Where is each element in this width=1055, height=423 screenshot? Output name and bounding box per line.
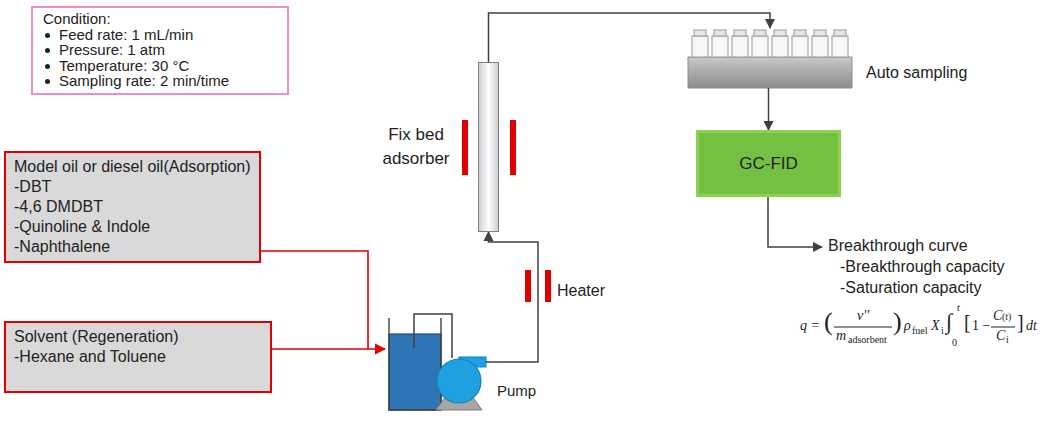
condition-box: Condition:Feed rate: 1 mL/minPressure: 1… <box>31 6 289 95</box>
detector-box: GC-FID <box>696 130 841 197</box>
formula-part: q = <box>800 319 820 333</box>
adsorber-column: Fix bed adsorber <box>478 62 499 232</box>
node-item: Feed rate: 1 mL/min <box>59 27 277 43</box>
node-item: -DBT <box>14 177 251 197</box>
flow-connector <box>768 88 770 130</box>
flow-connector <box>489 13 771 62</box>
feed-box: Model oil or diesel oil(Adsorption)-DBT-… <box>4 151 261 263</box>
annotation-label: -Breakthrough capacity <box>840 259 1005 275</box>
annotation-label: Heater <box>557 283 605 299</box>
autosampler-symbol <box>688 30 852 88</box>
formula-part: C <box>993 309 1002 323</box>
node-item: Pressure: 1 atm <box>59 42 277 58</box>
fraction-bar <box>834 327 892 328</box>
pump-symbol <box>436 357 486 410</box>
formula-part: C <box>996 329 1005 343</box>
node-item: -Hexane and Toluene <box>14 347 262 367</box>
annotation-label: Breakthrough curve <box>828 238 968 254</box>
formula-part: X <box>931 319 940 333</box>
formula-part: (t) <box>1002 312 1011 322</box>
formula-part: dt <box>1026 319 1037 333</box>
formula-part: ∫ <box>946 311 952 333</box>
fraction-bar <box>991 327 1015 328</box>
formula-part: v'' <box>857 309 869 323</box>
formula-part: t <box>957 303 960 313</box>
autosampler-node: Auto sampling <box>688 28 852 88</box>
solvent-box: Solvent (Regeneration)-Hexane and Toluen… <box>4 321 272 393</box>
node-title: Pump <box>497 382 536 399</box>
node-item: -Naphthalene <box>14 237 251 257</box>
suction-line <box>414 314 452 358</box>
node-title: Fix bed adsorber <box>375 123 457 171</box>
formula-part: ( <box>824 309 833 335</box>
formula-part: ) <box>893 309 902 335</box>
formula-part: [ <box>964 312 971 332</box>
formula-part: i <box>941 326 944 336</box>
result-line <box>768 197 822 247</box>
formula-part: fuel <box>912 326 928 336</box>
pump-node: Pump <box>432 354 486 410</box>
formula-part: 0 <box>952 338 957 348</box>
node-item: Temperature: 30 °C <box>59 58 277 74</box>
annotation-label: -Saturation capacity <box>840 280 981 296</box>
feed-tank <box>389 318 441 410</box>
node-item: Sampling rate: 2 min/time <box>59 73 277 89</box>
formula-part: m <box>836 329 846 343</box>
node-item: -4,6 DMDBT <box>14 197 251 217</box>
node-title: Solvent (Regeneration) <box>14 327 262 347</box>
formula-part: adsorbent <box>848 335 887 345</box>
formula-part: ] <box>1017 312 1024 332</box>
feed-line <box>262 348 385 350</box>
node-title: Auto sampling <box>866 64 967 82</box>
node-title: Model oil or diesel oil(Adsorption) <box>14 157 251 177</box>
node-title: GC-FID <box>739 154 798 174</box>
flow-connector <box>486 232 538 362</box>
node-item: -Quinoline & Indole <box>14 217 251 237</box>
formula-part: 1 − <box>972 319 990 333</box>
formula-part: ρ <box>904 319 911 333</box>
formula-part: i <box>1006 335 1009 345</box>
node-title: Condition: <box>43 11 277 27</box>
